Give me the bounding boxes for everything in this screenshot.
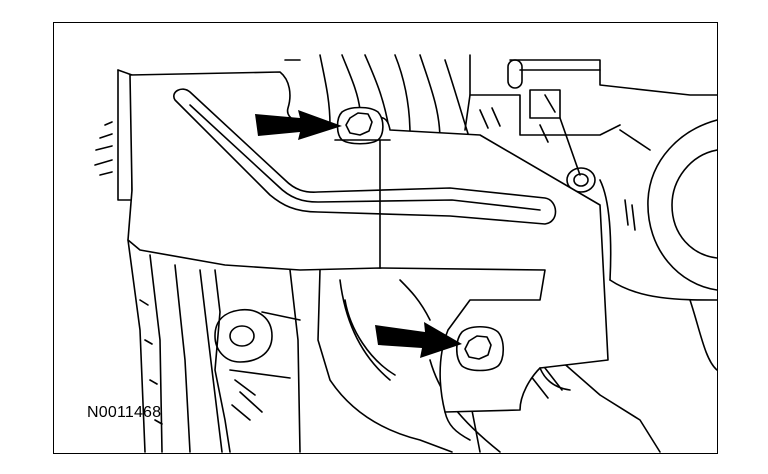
engine-background-bottom: [214, 269, 661, 453]
left-side-panel: [94, 69, 223, 453]
engine-background-top: [284, 54, 471, 141]
upper-bolt: [334, 106, 391, 145]
lower-bolt: [455, 325, 505, 372]
figure-reference-code: N0011468: [87, 404, 162, 421]
arrow-right-icon: [375, 322, 462, 358]
arrow-right-icon: [255, 110, 342, 140]
engine-background-right: [464, 54, 717, 371]
